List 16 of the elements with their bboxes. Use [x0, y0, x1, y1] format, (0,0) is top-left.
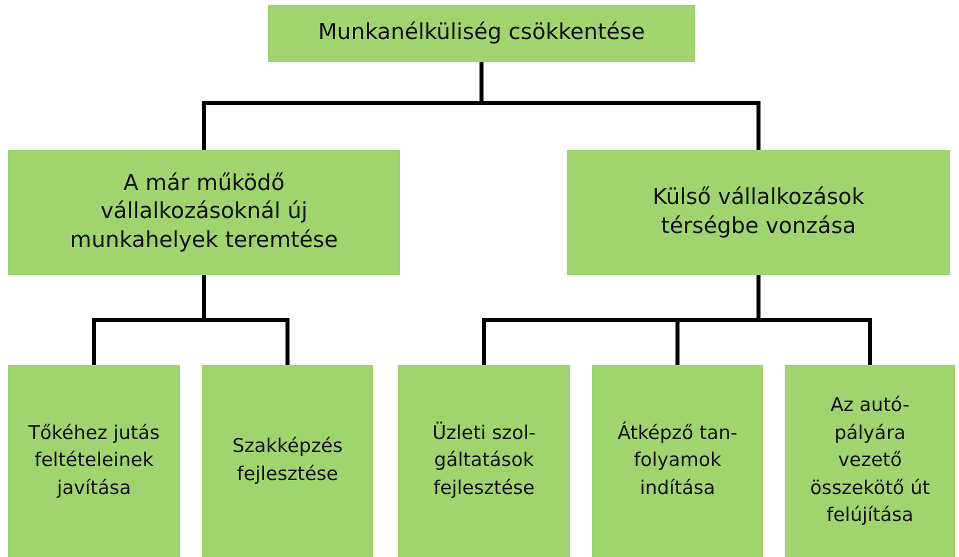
- process-box: [202, 365, 373, 557]
- box-label: Külső vállalkozások térségbe vonzása: [652, 184, 866, 240]
- process-box: [785, 365, 955, 557]
- process-box: [592, 365, 763, 557]
- process-box: [567, 150, 950, 275]
- box-label: A már működő vállalkozásoknál új munkahelyek teremtése: [69, 170, 339, 255]
- process-box: [398, 365, 570, 557]
- box-label: Az autó- pályára vezető összekötő út felújítása: [809, 393, 931, 528]
- box-label: Üzleti szol- gáltatások fejlesztése: [431, 420, 537, 501]
- process-box: [268, 5, 695, 62]
- box-label: Tőkéhez jutás feltételeinek javítása: [27, 420, 161, 501]
- process-box: [8, 150, 400, 275]
- box-label: Munkanélküliség csökkentése: [318, 19, 645, 48]
- box-label: Szakképzés fejlesztése: [231, 434, 344, 487]
- process-box: [8, 365, 180, 557]
- box-label: Átképző tan- folyamok indítása: [618, 420, 738, 501]
